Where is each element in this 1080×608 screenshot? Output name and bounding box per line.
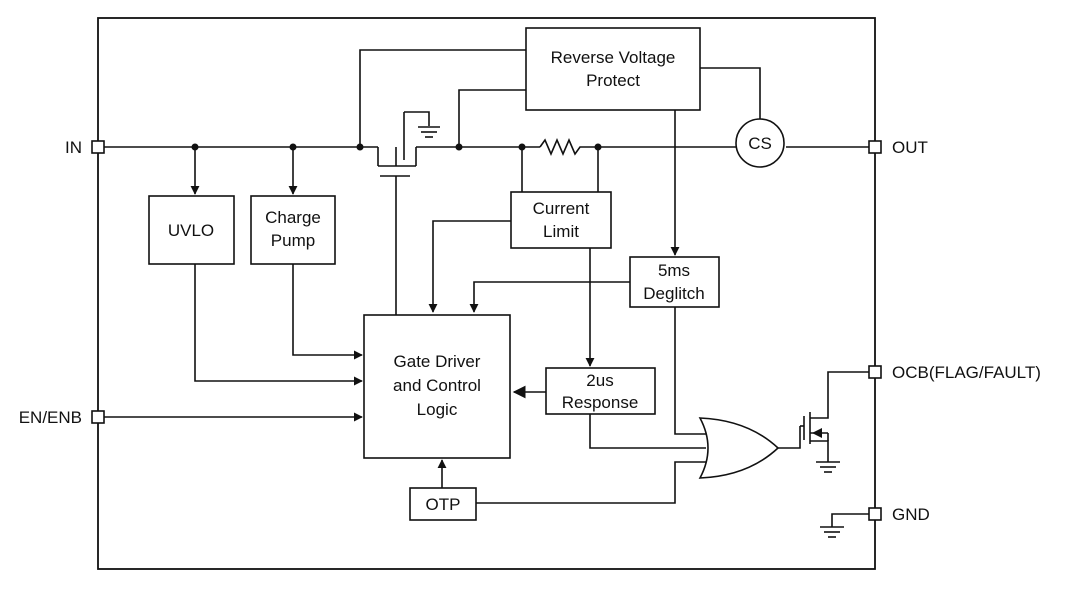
deglitch-block: 5ms Deglitch [629,256,720,308]
deglitch-label-1: 5ms [658,261,690,280]
otp-block: OTP [409,487,477,521]
chip-outline [97,17,876,570]
reverse-voltage-label-2: Protect [586,71,640,90]
pin-gnd: GND [868,505,930,524]
response-block: 2us Response [545,367,656,415]
cs-block: CS [735,118,785,168]
sense-resistor [539,137,584,157]
uvlo-block: UVLO [148,195,235,265]
charge-pump-block: Charge Pump [250,195,336,265]
gate-driver-label-1: Gate Driver [394,352,481,371]
pin-en: EN/ENB [19,408,105,427]
response-label-1: 2us [586,371,613,390]
reverse-voltage-label-1: Reverse Voltage [551,48,676,67]
charge-pump-label-1: Charge [265,208,321,227]
pin-in-label: IN [65,138,82,157]
current-limit-block: Current Limit [510,191,612,249]
gate-driver-label-3: Logic [417,400,458,419]
cs-label: CS [748,134,772,153]
gate-driver-label-2: and Control [393,376,481,395]
reverse-voltage-block: Reverse Voltage Protect [525,27,701,111]
pin-ocb: OCB(FLAG/FAULT) [868,363,1041,382]
wires [104,49,869,538]
otp-label: OTP [426,495,461,514]
current-limit-label-2: Limit [543,222,579,241]
pin-out: OUT [868,138,928,157]
or-gate [698,417,780,479]
pin-out-label: OUT [892,138,928,157]
junction-dots [191,143,602,151]
pin-in: IN [65,138,105,157]
pin-gnd-label: GND [892,505,930,524]
pin-en-label: EN/ENB [19,408,82,427]
pin-ocb-label: OCB(FLAG/FAULT) [892,363,1041,382]
uvlo-label: UVLO [168,221,214,240]
current-limit-label-1: Current [533,199,590,218]
charge-pump-label-2: Pump [271,231,315,250]
response-label-2: Response [562,393,639,412]
gate-driver-block: Gate Driver and Control Logic [363,314,511,459]
deglitch-label-2: Deglitch [643,284,704,303]
